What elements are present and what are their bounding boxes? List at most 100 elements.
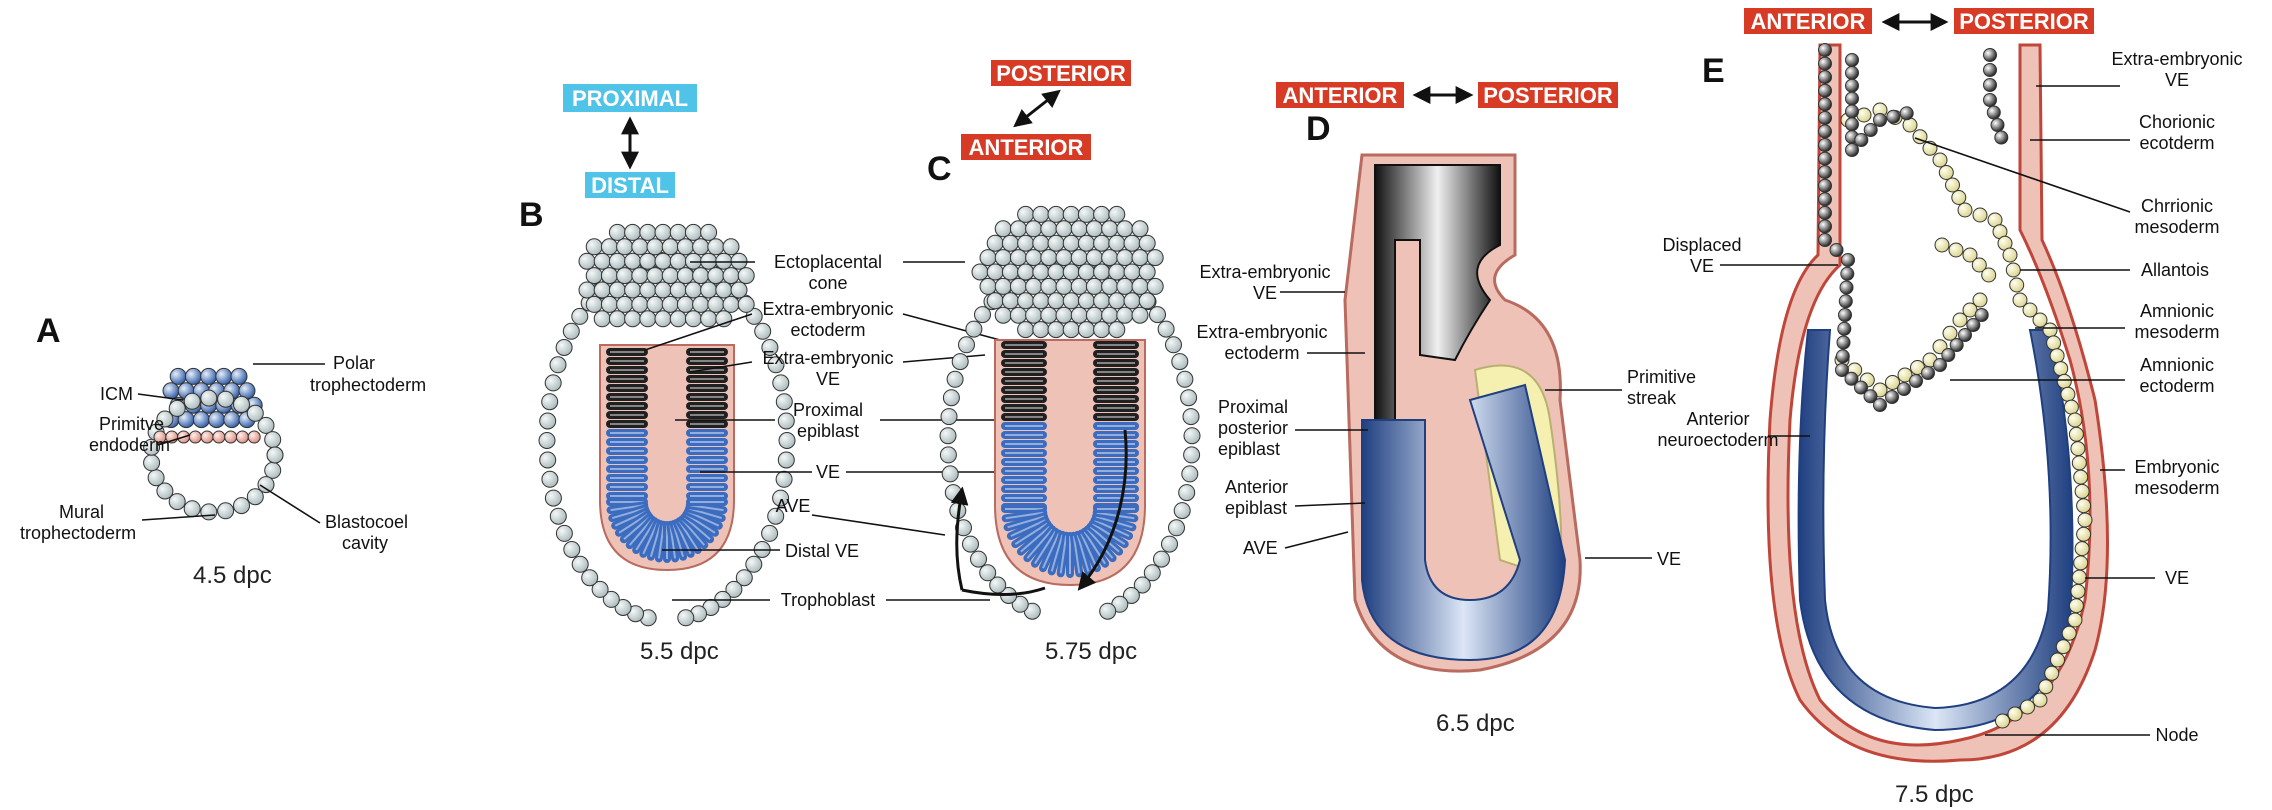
label-e-ve: VE bbox=[2165, 568, 2189, 588]
ectoplacental-cone-cell bbox=[685, 224, 701, 240]
ectoplacental-cone-cell bbox=[1078, 235, 1094, 251]
trophoblast-cell bbox=[959, 337, 975, 353]
ectoplacental-cone-cell bbox=[693, 239, 709, 255]
trophectoderm-cell bbox=[258, 417, 274, 433]
ectoplacental-cone-cell bbox=[1071, 250, 1087, 266]
ectoplacental-cone-cell bbox=[625, 282, 641, 298]
label-e-chorionic-ecotderm-2: ecotderm bbox=[2139, 133, 2214, 153]
ectoplacental-cone-cell bbox=[1048, 293, 1064, 309]
egg-cylinder-5-75-cells bbox=[940, 206, 1200, 619]
trophoblast-cell bbox=[1182, 466, 1198, 482]
ectoplacental-cone-cell bbox=[579, 253, 595, 269]
ectoplacental-cone-cell bbox=[640, 282, 656, 298]
chorionic-ectoderm-cell bbox=[1864, 124, 1877, 137]
mesoderm-cell bbox=[1857, 108, 1871, 122]
trophoblast-cell bbox=[746, 556, 762, 572]
ectoplacental-cone-cell bbox=[1056, 250, 1072, 266]
label-mural-trophectoderm-1: Mural bbox=[59, 502, 104, 522]
ectoplacental-cone-cell bbox=[731, 282, 747, 298]
ectoplacental-cone-cell bbox=[1026, 250, 1042, 266]
chorionic-ectoderm-cell bbox=[1995, 131, 2008, 144]
ectoplacental-cone-cell bbox=[1063, 322, 1079, 338]
chorionic-ectoderm-cell bbox=[1846, 144, 1859, 157]
ectoplacental-cone-cell bbox=[594, 311, 610, 327]
mesoderm-cell bbox=[2077, 527, 2091, 541]
trophoblast-cell bbox=[779, 433, 795, 449]
ectoplacental-cone-cell bbox=[1041, 278, 1057, 294]
chorionic-ectoderm-cell bbox=[1846, 105, 1859, 118]
mesoderm-cell bbox=[2072, 570, 2086, 584]
icm-cell bbox=[185, 368, 201, 384]
label-d-proximal-posterior-epiblast-2: posterior bbox=[1218, 418, 1288, 438]
ectoplacental-cone-cell bbox=[1033, 322, 1049, 338]
label-trophoblast: Trophoblast bbox=[781, 590, 875, 610]
mesoderm-cell bbox=[2008, 707, 2022, 721]
tag-distal-text: DISTAL bbox=[591, 173, 669, 198]
mesoderm-cell bbox=[2077, 499, 2091, 513]
panel-e: E ANTERIOR POSTERIOR Extra-embryonic VE … bbox=[1657, 8, 2242, 808]
ectoplacental-cone-cell bbox=[701, 282, 717, 298]
ectoplacental-cone-cell bbox=[1033, 235, 1049, 251]
trophectoderm-cell bbox=[144, 455, 160, 471]
ectoplacental-cone-cell bbox=[995, 307, 1011, 323]
trophectoderm-cell bbox=[234, 498, 250, 514]
ectoplacental-cone-cell bbox=[723, 296, 739, 312]
trophoblast-cell bbox=[572, 308, 588, 324]
mesoderm-cell bbox=[2010, 278, 2024, 292]
amnionic-ectoderm-cell bbox=[1840, 281, 1853, 294]
ectoplacental-cone-cell bbox=[1026, 278, 1042, 294]
ectoplacental-cone-cell bbox=[1018, 206, 1034, 222]
ectoplacental-cone-cell bbox=[1056, 221, 1072, 237]
chorionic-ectoderm-cell bbox=[1846, 92, 1859, 105]
trophoblast-cell bbox=[1166, 337, 1182, 353]
mesoderm-cell bbox=[2021, 700, 2035, 714]
label-e-amnionic-ectoderm-1: Amnionic bbox=[2140, 355, 2214, 375]
mesoderm-cell bbox=[2051, 653, 2065, 667]
primitive-endoderm-cell bbox=[201, 431, 213, 443]
ectoplacental-cone-cell bbox=[1002, 235, 1018, 251]
ectoplacental-cone-cell bbox=[1102, 250, 1118, 266]
mesoderm-cell bbox=[2045, 666, 2059, 680]
ectoplacental-cone-cell bbox=[670, 224, 686, 240]
ectoplacental-cone-cell bbox=[1139, 264, 1155, 280]
label-ectoplacental-cone-2: cone bbox=[808, 273, 847, 293]
amnionic-ectoderm-cell bbox=[1975, 309, 1988, 322]
allantois-cell bbox=[1949, 243, 1963, 257]
label-d-extraembryonic-ve-1: Extra-embryonic bbox=[1199, 262, 1330, 282]
tag-anterior-e-text: ANTERIOR bbox=[1751, 9, 1866, 34]
ectoplacental-cone-cell bbox=[601, 239, 617, 255]
mesoderm-cell bbox=[1958, 203, 1972, 217]
label-e-displaced-ve-1: Displaced bbox=[1662, 235, 1741, 255]
panel-b: B PROXIMAL DISTAL 5.5 dpc bbox=[519, 84, 795, 665]
label-d-extraembryonic-ectoderm-1: Extra-embryonic bbox=[1196, 322, 1327, 342]
ectoplacental-cone-cell bbox=[1109, 235, 1125, 251]
icm-cell bbox=[201, 368, 217, 384]
embryonic-ectoderm-layer bbox=[1799, 330, 2073, 730]
trophoblast-cell bbox=[776, 471, 792, 487]
label-extraembryonic-ectoderm-1: Extra-embryonic bbox=[762, 299, 893, 319]
allantois-cell bbox=[1935, 238, 1949, 252]
stage-label-d: 6.5 dpc bbox=[1436, 710, 1515, 737]
trophectoderm-cell bbox=[184, 501, 200, 517]
trophoblast-cell bbox=[1169, 520, 1185, 536]
ectoplacental-cone-cell bbox=[1094, 206, 1110, 222]
label-d-ve: VE bbox=[1657, 549, 1681, 569]
ectoplacental-cone-cell bbox=[625, 311, 641, 327]
ectoplacental-cone-cell bbox=[708, 268, 724, 284]
trophoblast-cell bbox=[941, 409, 957, 425]
mesoderm-cell bbox=[1946, 178, 1960, 192]
mesoderm-cell bbox=[2068, 613, 2082, 627]
mesoderm-cell bbox=[2006, 263, 2020, 277]
amnion-mesoderm-cell bbox=[1973, 293, 1987, 307]
mesoderm-cell bbox=[2057, 374, 2071, 388]
trophoblast-cell bbox=[540, 413, 556, 429]
ectoplacental-cone-cell bbox=[685, 311, 701, 327]
trophoblast-cell bbox=[1179, 485, 1195, 501]
label-primitive-endoderm-1: Primitve bbox=[99, 414, 164, 434]
ectoplacental-cone-cell bbox=[1018, 264, 1034, 280]
trophoblast-cell bbox=[773, 375, 789, 391]
trophoblast-cell bbox=[542, 471, 558, 487]
ectoplacental-cone-cell bbox=[655, 311, 671, 327]
mesoderm-cell bbox=[2062, 626, 2076, 640]
